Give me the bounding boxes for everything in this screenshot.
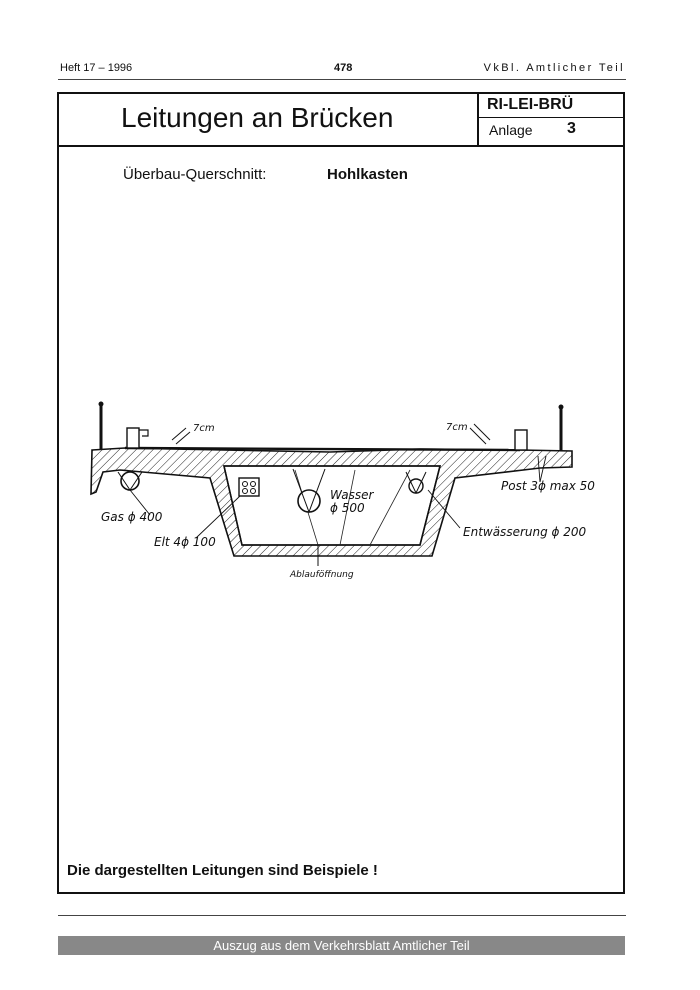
running-header-publication: VkBl. Amtlicher Teil (483, 62, 625, 74)
drain-opening-label: Ablauföffnung (289, 570, 354, 580)
ref-separator (479, 117, 623, 118)
inner-hollow (223, 465, 441, 546)
guideline-code: RI-LEI-BRÜ (487, 96, 574, 113)
annex-number: 3 (567, 120, 576, 137)
running-header-issue: Heft 17 – 1996 (60, 62, 133, 74)
document-title: Leitungen an Brücken (121, 102, 394, 133)
header-rule (58, 79, 626, 80)
thickness-label-left: 7cm (193, 423, 215, 434)
annex-label: Anlage (489, 122, 533, 138)
drainage-pipe (408, 478, 424, 494)
gas-label: Gas ϕ 400 (101, 510, 163, 524)
title-divider (59, 145, 623, 147)
left-curb-fixture (126, 427, 140, 449)
water-size-label: ϕ 500 (330, 501, 365, 515)
footer-text: Auszug aus dem Verkehrsblatt Amtlicher T… (213, 938, 470, 953)
page-number: 478 (334, 62, 353, 74)
title-separator (477, 94, 479, 145)
elt-label: Elt 4ϕ 100 (154, 535, 216, 549)
thickness-label-right: 7cm (446, 422, 468, 433)
drainage-label: Entwässerung ϕ 200 (463, 525, 587, 539)
footer-bar: Auszug aus dem Verkehrsblatt Amtlicher T… (58, 936, 625, 955)
section-value: Hohlkasten (327, 166, 408, 183)
water-pipe (297, 489, 321, 513)
example-note: Die dargestellten Leitungen sind Beispie… (67, 862, 378, 879)
elt-conduit-block (238, 477, 260, 497)
post-label: Post 3ϕ max 50 (501, 479, 595, 493)
water-label: Wasser (330, 488, 374, 502)
section-label: Überbau-Querschnitt: (123, 166, 267, 183)
footer-rule (58, 915, 626, 916)
right-curb-fixture (514, 429, 528, 451)
annex-frame: Leitungen an Brücken RI-LEI-BRÜ Anlage 3… (57, 92, 625, 894)
road-surface (124, 446, 521, 452)
